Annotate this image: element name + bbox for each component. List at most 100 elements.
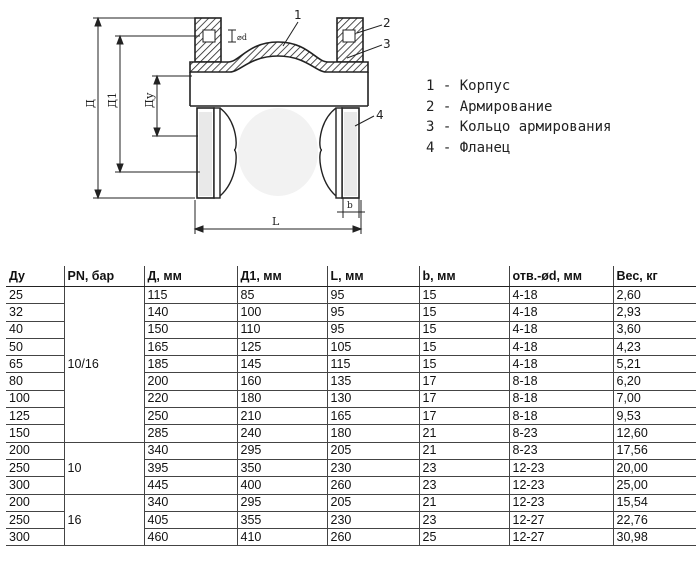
cell-d: 395: [143, 459, 237, 478]
cell-pn: 10: [63, 442, 144, 495]
legend-sep: -: [434, 119, 460, 135]
legend-num: 2: [426, 98, 435, 115]
cell-holes: 8-23: [508, 424, 613, 443]
cell-d1: 355: [236, 511, 327, 530]
callout-leaders: [282, 21, 383, 127]
cell-dy: 300: [6, 528, 64, 547]
cell-dy: 100: [6, 390, 64, 409]
cell-b: 15: [418, 338, 509, 357]
cell-d1: 350: [236, 459, 327, 478]
cell-b: 15: [418, 303, 509, 322]
cell-d: 150: [143, 321, 237, 339]
cell-b: 15: [418, 355, 509, 374]
cell-pn: 10/16: [63, 286, 144, 443]
cell-b: 21: [418, 442, 509, 460]
cell-pn: 16: [63, 494, 144, 547]
cell-dy: 80: [6, 372, 64, 391]
cell-dy: 200: [6, 494, 64, 512]
cell-d1: 100: [236, 303, 327, 322]
cell-d: 460: [143, 528, 237, 547]
header-d1: Д1, мм: [236, 266, 327, 287]
cell-b: 23: [418, 459, 509, 478]
cell-holes: 12-23: [508, 459, 613, 478]
cell-dy: 50: [6, 338, 64, 357]
cell-holes: 4-18: [508, 338, 613, 357]
table-header-row: Ду PN, бар Д, мм Д1, мм L, мм b, мм отв.…: [6, 266, 696, 287]
cell-holes: 8-18: [508, 407, 613, 426]
cell-dy: 250: [6, 459, 64, 478]
cell-b: 23: [418, 511, 509, 530]
cell-weight: 5,21: [612, 355, 696, 374]
cell-dy: 300: [6, 476, 64, 495]
cell-dy: 125: [6, 407, 64, 426]
cell-l: 205: [326, 442, 419, 460]
cell-d1: 145: [236, 355, 327, 374]
cell-holes: 12-23: [508, 476, 613, 495]
cell-holes: 8-18: [508, 372, 613, 391]
cell-l: 135: [326, 372, 419, 391]
cell-weight: 4,23: [612, 338, 696, 357]
legend-num: 4: [426, 139, 435, 156]
legend-num: 1: [426, 78, 435, 94]
header-l: L, мм: [326, 266, 419, 287]
legend-num: 3: [426, 119, 435, 135]
cell-d: 250: [143, 407, 237, 426]
cell-l: 230: [326, 511, 419, 530]
cell-d: 115: [143, 286, 237, 305]
cell-holes: 4-18: [508, 303, 613, 322]
cell-weight: 6,20: [612, 372, 696, 391]
dim-label-d: Д: [84, 99, 97, 108]
specification-table: Ду PN, бар Д, мм Д1, мм L, мм b, мм отв.…: [6, 266, 696, 547]
cell-d1: 400: [236, 476, 327, 495]
cell-b: 21: [418, 494, 509, 512]
cell-d: 445: [143, 476, 237, 495]
callout-3: 3: [383, 37, 391, 51]
cell-l: 105: [326, 338, 419, 357]
cell-weight: 12,60: [612, 424, 696, 443]
cell-b: 21: [418, 424, 509, 443]
cell-d: 220: [143, 390, 237, 409]
cell-dy: 200: [6, 442, 64, 460]
legend-sep: -: [434, 139, 460, 156]
cell-weight: 20,00: [612, 459, 696, 478]
cell-b: 23: [418, 476, 509, 495]
cell-l: 260: [326, 528, 419, 547]
callout-2: 2: [383, 16, 391, 30]
cell-l: 230: [326, 459, 419, 478]
cell-d1: 295: [236, 494, 327, 512]
legend-sep: -: [434, 98, 460, 115]
cell-weight: 2,60: [612, 286, 696, 305]
cell-holes: 12-27: [508, 511, 613, 530]
cell-l: 205: [326, 494, 419, 512]
cell-dy: 32: [6, 303, 64, 322]
cell-weight: 15,54: [612, 494, 696, 512]
cell-dy: 65: [6, 355, 64, 374]
cell-d: 340: [143, 494, 237, 512]
legend-text: Фланец: [459, 139, 511, 156]
cell-b: 17: [418, 407, 509, 426]
cell-b: 15: [418, 286, 509, 305]
cell-d1: 110: [236, 321, 327, 339]
dim-label-l: L: [272, 215, 280, 228]
cell-d: 340: [143, 442, 237, 460]
expansion-joint-drawing: Д Д1 Ду L b ⌀d 1 2 3 4: [84, 8, 391, 234]
cell-holes: 4-18: [508, 321, 613, 339]
left-flange: [196, 107, 221, 199]
cell-d: 200: [143, 372, 237, 391]
cell-l: 260: [326, 476, 419, 495]
header-weight: Вес, кг: [612, 266, 696, 287]
cell-l: 115: [326, 355, 419, 374]
cell-weight: 9,53: [612, 407, 696, 426]
header-holes: отв.-ød, мм: [508, 266, 613, 287]
cell-d: 165: [143, 338, 237, 357]
legend-text: Кольцо армирования: [459, 119, 612, 135]
dim-label-d1: Д1: [106, 92, 119, 108]
